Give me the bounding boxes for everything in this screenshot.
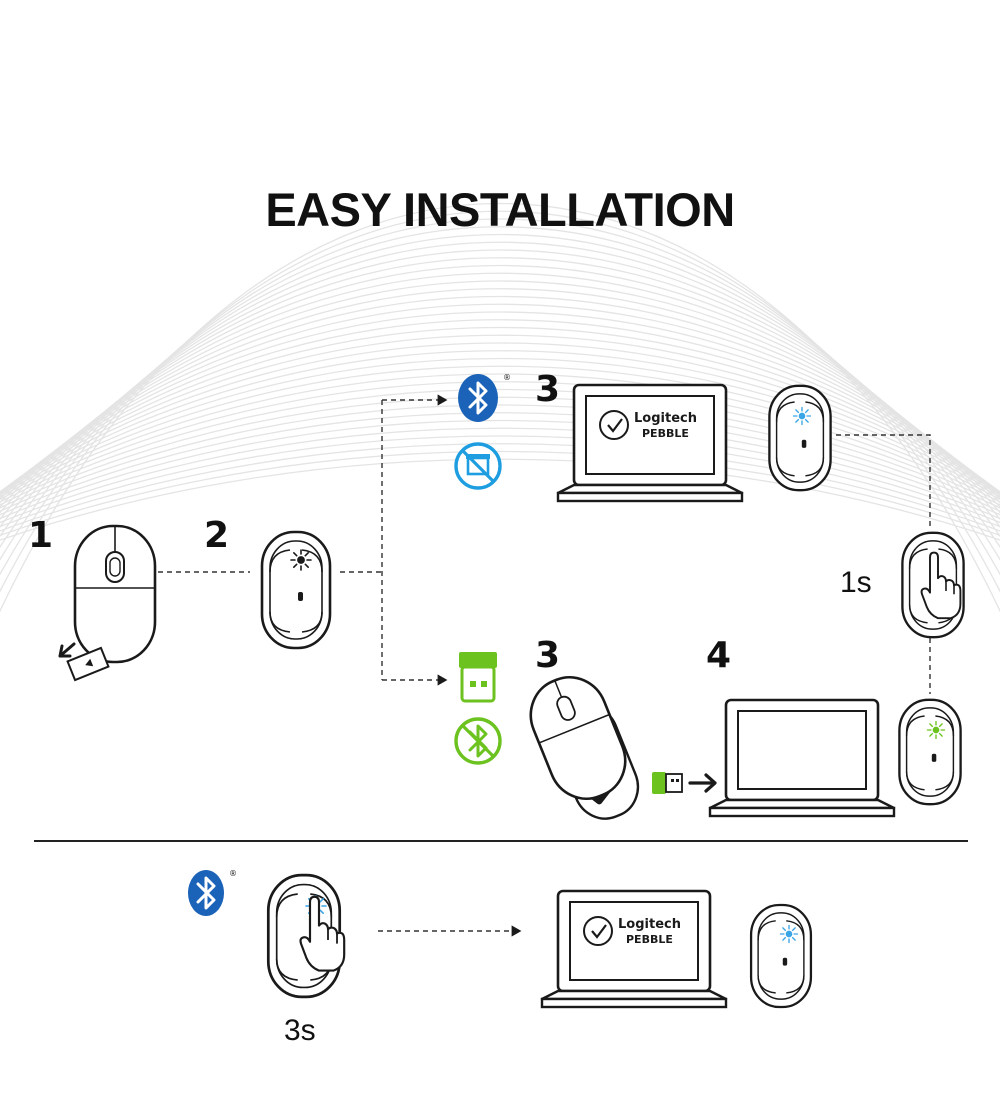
background-arc [0,412,1000,516]
screen-brand-line1: Logitech [618,917,681,932]
checkmark-icon [607,418,623,433]
screen-brand-line2: PEBBLE [642,427,689,440]
background-arc [0,226,1000,561]
mouse-battery-insert: AA [529,675,640,820]
screen-brand-line1: Logitech [634,411,697,426]
svg-text:®: ® [503,373,511,382]
background-arc [0,288,1000,501]
background-arc [0,357,1000,497]
arrow-icon [688,773,717,793]
mouse-receiver-paired [898,698,962,806]
mouse-hold-button [901,531,965,639]
background-arc [0,233,1000,549]
background-arc [0,257,1000,521]
laptop-bluetooth-paired [540,889,728,1009]
background-arc [0,296,1000,498]
background-arc [0,443,1000,532]
background-arc [0,203,1000,613]
step-4-label: 4 [706,635,732,676]
mouse-hold-pairing [266,873,346,999]
step-3-receiver-label: 3 [535,635,561,676]
no-receiver-icon [454,442,502,490]
background-arc [0,241,1000,538]
bluetooth-icon: ® [458,373,511,422]
mouse-bluetooth-paired [768,384,832,492]
background-arc [0,427,1000,524]
background-arc [0,420,1000,520]
background-arc [0,404,1000,512]
background-arc [0,388,1000,506]
background-arc [0,373,1000,501]
background-arc [0,435,1000,528]
mouse-top-view [73,524,157,664]
background-arc [0,334,1000,494]
svg-text:®: ® [229,869,237,878]
arrow-icon [58,642,76,658]
background-arc [0,458,1000,541]
mouse-power-on [260,530,332,650]
usb-receiver-icon [459,652,497,703]
background-arc [0,272,1000,509]
background-arc [0,350,1000,495]
background-arc [0,264,1000,514]
step-1-label: 1 [28,515,54,556]
mouse-paired-bottom [749,903,813,1009]
step-2-label: 2 [204,515,230,556]
background-arc [0,381,1000,503]
receiver-slide-out [58,642,110,682]
background-arc [0,396,1000,509]
background-arc [0,218,1000,576]
background-arc [0,365,1000,499]
background-arc [0,342,1000,494]
step-3-bluetooth-label: 3 [535,369,561,410]
hold-duration-short: 1s [840,566,872,599]
background-arc [0,319,1000,493]
background-arc [0,311,1000,494]
usb-receiver-small-icon [652,772,683,794]
laptop-bluetooth-connected [556,383,744,503]
laptop-receiver [708,698,896,818]
background-arc [0,210,1000,593]
no-bluetooth-icon [454,717,502,765]
hold-duration-long: 3s [284,1014,316,1047]
bluetooth-icon: ® [188,869,237,916]
checkmark-icon [591,924,607,939]
page-title: EASY INSTALLATION [265,183,735,236]
background-arc [0,303,1000,496]
screen-brand-line2: PEBBLE [626,933,673,946]
dashed-connectors [158,394,931,937]
background-arc [0,280,1000,504]
background-arc [0,451,1000,537]
background-arc [0,327,1000,493]
